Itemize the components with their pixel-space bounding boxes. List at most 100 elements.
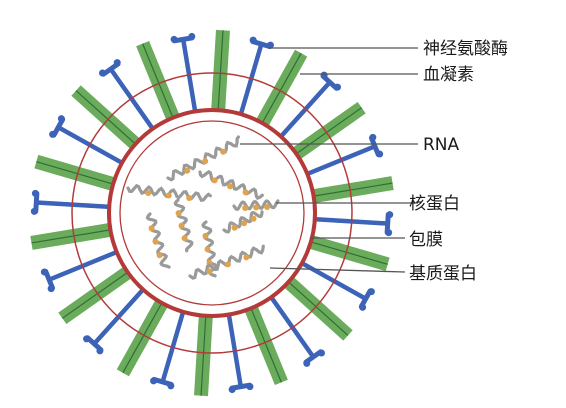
nucleoprotein-dot bbox=[202, 158, 209, 165]
neuraminidase-spike bbox=[150, 306, 187, 390]
neuraminidase-stalk bbox=[276, 79, 333, 141]
label-hemagglutinin: 血凝素 bbox=[423, 65, 474, 85]
nucleoprotein-dot bbox=[175, 210, 182, 217]
neuraminidase-knob bbox=[266, 41, 274, 49]
neuraminidase-spike bbox=[276, 71, 341, 141]
nucleoprotein-dot bbox=[184, 167, 191, 174]
neuraminidase-stalk bbox=[108, 66, 157, 134]
rna-segments bbox=[126, 135, 280, 280]
neuraminidase-knob bbox=[49, 130, 57, 138]
nucleoprotein-dot bbox=[145, 189, 152, 196]
hemagglutinin-core-line bbox=[310, 182, 393, 198]
rna-strand bbox=[198, 170, 264, 201]
neuraminidase-knob bbox=[246, 383, 254, 391]
label-neuraminidase: 神经氨酸酶 bbox=[423, 39, 508, 59]
neuraminidase-knob bbox=[367, 288, 375, 296]
neuraminidase-knob bbox=[249, 36, 257, 44]
neuraminidase-knob bbox=[359, 303, 367, 311]
neuraminidase-knob bbox=[40, 268, 48, 276]
hemagglutinin-spike bbox=[34, 154, 118, 192]
neuraminidase-spike bbox=[302, 133, 384, 178]
nucleoprotein-dot bbox=[241, 220, 248, 227]
surface-spikes bbox=[30, 29, 394, 397]
neuraminidase-stalk bbox=[91, 285, 148, 347]
hemagglutinin-spike bbox=[243, 302, 288, 385]
neuraminidase-stalk bbox=[297, 259, 368, 301]
neuraminidase-knob bbox=[385, 229, 393, 237]
rna-strand bbox=[232, 199, 280, 212]
nucleoprotein-dot bbox=[264, 203, 271, 210]
nucleoprotein-dot bbox=[220, 148, 227, 155]
hemagglutinin-spike bbox=[289, 101, 366, 162]
neuraminidase-knob bbox=[228, 386, 236, 394]
nucleoprotein-dot bbox=[231, 224, 238, 231]
hemagglutinin-core-line bbox=[31, 228, 114, 244]
neuraminidase-knob bbox=[98, 69, 106, 77]
neuraminidase-knob bbox=[333, 83, 341, 91]
nucleoprotein-dot bbox=[211, 177, 218, 184]
neuraminidase-knob bbox=[113, 59, 121, 67]
neuraminidase-spike bbox=[226, 309, 254, 394]
neuraminidase-spike bbox=[30, 189, 115, 215]
hemagglutinin-core-line bbox=[217, 30, 224, 114]
hemagglutinin-core-line bbox=[142, 43, 175, 121]
label-envelope: 包膜 bbox=[409, 230, 443, 250]
nucleoprotein-dot bbox=[227, 183, 234, 190]
hemagglutinin-core-line bbox=[293, 107, 363, 156]
nucleoprotein-dot bbox=[243, 254, 250, 261]
hemagglutinin-spike bbox=[71, 85, 143, 152]
neuraminidase-knob bbox=[47, 285, 55, 293]
nucleoprotein-dot bbox=[242, 189, 249, 196]
hemagglutinin-core-line bbox=[61, 270, 131, 319]
hemagglutinin-spike bbox=[58, 264, 135, 325]
neuraminidase-knob bbox=[170, 35, 178, 43]
hemagglutinin-core-line bbox=[307, 240, 388, 265]
matrix-protein-ring bbox=[119, 120, 305, 306]
nucleoprotein-dot bbox=[242, 204, 249, 211]
nucleoprotein-dot bbox=[156, 252, 163, 259]
hemagglutinin-spike bbox=[309, 176, 394, 204]
hemagglutinin-spike bbox=[211, 29, 230, 114]
neuraminidase-stalk bbox=[302, 144, 378, 178]
hemagglutinin-spike bbox=[136, 41, 181, 124]
hemagglutinin-core-line bbox=[285, 279, 349, 336]
nucleoprotein-dot bbox=[181, 235, 188, 242]
nucleoprotein-dot bbox=[202, 232, 209, 239]
neuraminidase-knob bbox=[57, 115, 65, 123]
neuraminidase-knob bbox=[303, 359, 311, 367]
envelope-membrane bbox=[107, 108, 317, 318]
hemagglutinin-spike bbox=[306, 234, 390, 272]
neuraminidase-stalk bbox=[160, 306, 187, 385]
neuraminidase-spike bbox=[237, 36, 274, 120]
nucleoprotein-dot bbox=[206, 268, 213, 275]
neuraminidase-stalk bbox=[226, 309, 244, 389]
neuraminidase-knob bbox=[188, 32, 196, 40]
label-rna: RNA bbox=[423, 135, 460, 155]
neuraminidase-spike bbox=[297, 259, 375, 311]
hemagglutinin-core-line bbox=[36, 161, 117, 186]
neuraminidase-knob bbox=[369, 133, 377, 141]
neuraminidase-stalk bbox=[267, 292, 316, 360]
neuraminidase-knob bbox=[386, 211, 394, 219]
neuraminidase-knob bbox=[83, 335, 91, 343]
neuraminidase-knob bbox=[167, 382, 175, 390]
nucleoprotein-dot bbox=[152, 238, 159, 245]
hemagglutinin-core-line bbox=[260, 52, 302, 126]
hemagglutinin-spike bbox=[116, 296, 170, 377]
neuraminidase-spike bbox=[49, 115, 127, 167]
hemagglutinin-spike bbox=[194, 312, 213, 397]
neuraminidase-knob bbox=[320, 71, 328, 79]
label-nucleoprotein: 核蛋白 bbox=[409, 194, 460, 214]
hemagglutinin-core-line bbox=[122, 300, 164, 374]
neuraminidase-spike bbox=[98, 59, 157, 134]
neuraminidase-knob bbox=[30, 207, 38, 215]
nucleoprotein-dot bbox=[148, 225, 155, 232]
nucleoprotein-dot bbox=[178, 222, 185, 229]
neuraminidase-stalk bbox=[180, 37, 198, 117]
neuraminidase-stalk bbox=[46, 248, 122, 282]
hemagglutinin-spike bbox=[30, 222, 115, 250]
rna-strand bbox=[222, 210, 264, 234]
leader-line-matrix-protein bbox=[269, 267, 406, 273]
